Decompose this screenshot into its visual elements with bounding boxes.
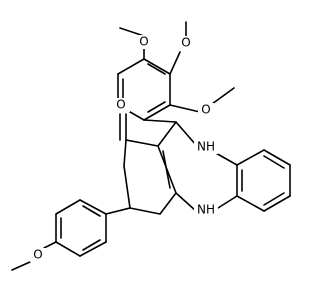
methoxyphenyl-ring: [11, 199, 131, 271]
atom-nh-lower: NH: [197, 203, 215, 217]
atom-o-aryl-2: O: [201, 103, 210, 117]
trimethoxyphenyl-ring: [117, 58, 171, 121]
atom-labels: O O O O NH NH O: [30, 35, 218, 262]
atom-o-bottom: O: [33, 248, 42, 262]
benzo-ring: [236, 149, 291, 212]
molecule-drawing: O O O O NH NH O: [11, 21, 291, 271]
atom-o-ketone: O: [116, 98, 125, 112]
diazepine-ring: [143, 119, 238, 212]
atom-o-top-1: O: [139, 35, 148, 49]
atom-o-top-2: O: [181, 36, 190, 50]
cyclohexenone-ring: [119, 113, 177, 215]
methoxy-groups-top: [119, 21, 235, 113]
atom-nh-upper: NH: [197, 140, 215, 154]
structure-diagram: O O O O NH NH O: [11, 21, 291, 271]
